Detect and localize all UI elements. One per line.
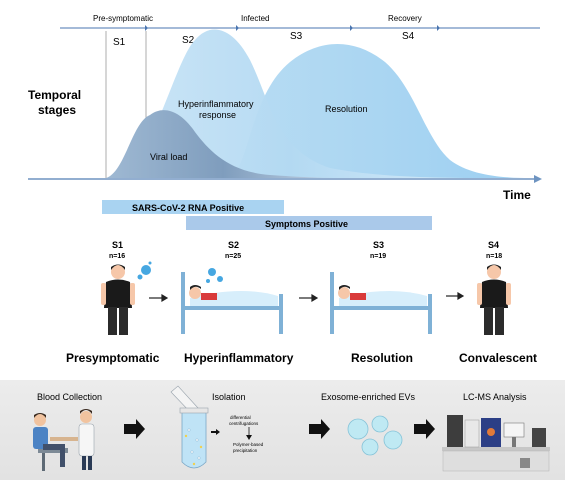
hyperinflammatory-curve <box>118 29 500 178</box>
temporal-stages-panel: Pre-symptomatic Infected Recovery S1 S2 … <box>28 14 542 202</box>
presymptomatic-person-icon <box>101 264 135 335</box>
group-name-convalescent: Convalescent <box>459 351 537 365</box>
isolation-tube-illustration <box>170 385 220 469</box>
virus-icon-s2 <box>206 268 223 283</box>
status-bars: SARS-CoV-2 RNA Positive Symptoms Positiv… <box>102 200 432 230</box>
convalescent-person-icon <box>477 264 511 335</box>
workflow-arrow-1 <box>124 419 145 439</box>
group-name-resolution: Resolution <box>351 351 413 365</box>
group-name-hyperinflammatory: Hyperinflammatory <box>184 351 294 365</box>
group-name-presymptomatic: Presymptomatic <box>66 351 160 365</box>
isolation-step1-line1: differential <box>230 415 251 420</box>
phase-label-presymptomatic: Pre-symptomatic <box>93 14 153 23</box>
group-s3-n: n=19 <box>370 253 386 260</box>
isolation-step-arrowhead <box>246 435 252 440</box>
curve-label-viral-load: Viral load <box>150 152 187 162</box>
group-s1-stage: S1 <box>112 240 123 250</box>
blood-collection-illustration <box>33 409 95 471</box>
symptoms-positive-bar <box>186 216 432 230</box>
stage-label-s2: S2 <box>182 35 195 46</box>
y-axis-label-line2: stages <box>38 103 76 117</box>
viral-load-curve <box>106 110 340 178</box>
workflow-arrow-2 <box>309 419 330 439</box>
curve-label-hyperinflammatory: Hyperinflammatory <box>178 99 254 109</box>
rna-positive-label: SARS-CoV-2 RNA Positive <box>132 203 244 213</box>
stage-label-s3: S3 <box>290 31 303 42</box>
resolution-curve <box>230 44 530 178</box>
y-axis-label-line1: Temporal <box>28 88 81 102</box>
workflow-arrows <box>124 419 435 439</box>
stage-label-s1: S1 <box>113 37 126 48</box>
workflow-panel: Blood Collection Isolation Exosome-enric… <box>0 380 565 480</box>
workflow-arrow-3 <box>414 419 435 439</box>
resolution-bed-icon <box>330 272 432 334</box>
patient-groups: S1 n=16 S2 n=25 S3 n=19 S4 n=18 <box>66 240 537 365</box>
group-s3-stage: S3 <box>373 240 384 250</box>
curve-label-response: response <box>199 110 236 120</box>
isolation-step1-line2: centrifugations <box>229 421 259 426</box>
group-s2-n: n=25 <box>225 253 241 260</box>
rna-positive-bar <box>102 200 284 214</box>
phase-label-infected: Infected <box>241 14 269 23</box>
group-s4-stage: S4 <box>488 240 499 250</box>
step-label-lcms: LC-MS Analysis <box>463 392 527 402</box>
step-label-evs: Exosome-enriched EVs <box>321 392 416 402</box>
stage-label-s4: S4 <box>402 31 415 42</box>
step-label-isolation: Isolation <box>212 392 246 402</box>
step-label-blood-collection: Blood Collection <box>37 392 102 402</box>
hyperinflammatory-bed-icon <box>181 272 283 334</box>
x-axis-arrowhead <box>534 175 542 183</box>
curve-label-resolution: Resolution <box>325 104 368 114</box>
group-s2-stage: S2 <box>228 240 239 250</box>
x-axis-label: Time <box>503 188 531 202</box>
exosome-vesicles-illustration <box>347 415 403 456</box>
group-s4-n: n=18 <box>486 253 502 260</box>
lcms-instrument-illustration <box>442 415 550 472</box>
virus-icon <box>137 261 152 280</box>
isolation-step2-line1: Polymer-based <box>233 442 264 447</box>
group-s1-n: n=16 <box>109 253 125 260</box>
isolation-step2-line2: precipitation <box>233 448 258 453</box>
symptoms-positive-label: Symptoms Positive <box>265 219 348 229</box>
phase-label-recovery: Recovery <box>388 14 422 23</box>
stage-arrows <box>149 291 465 303</box>
phase-ticks <box>145 25 440 31</box>
